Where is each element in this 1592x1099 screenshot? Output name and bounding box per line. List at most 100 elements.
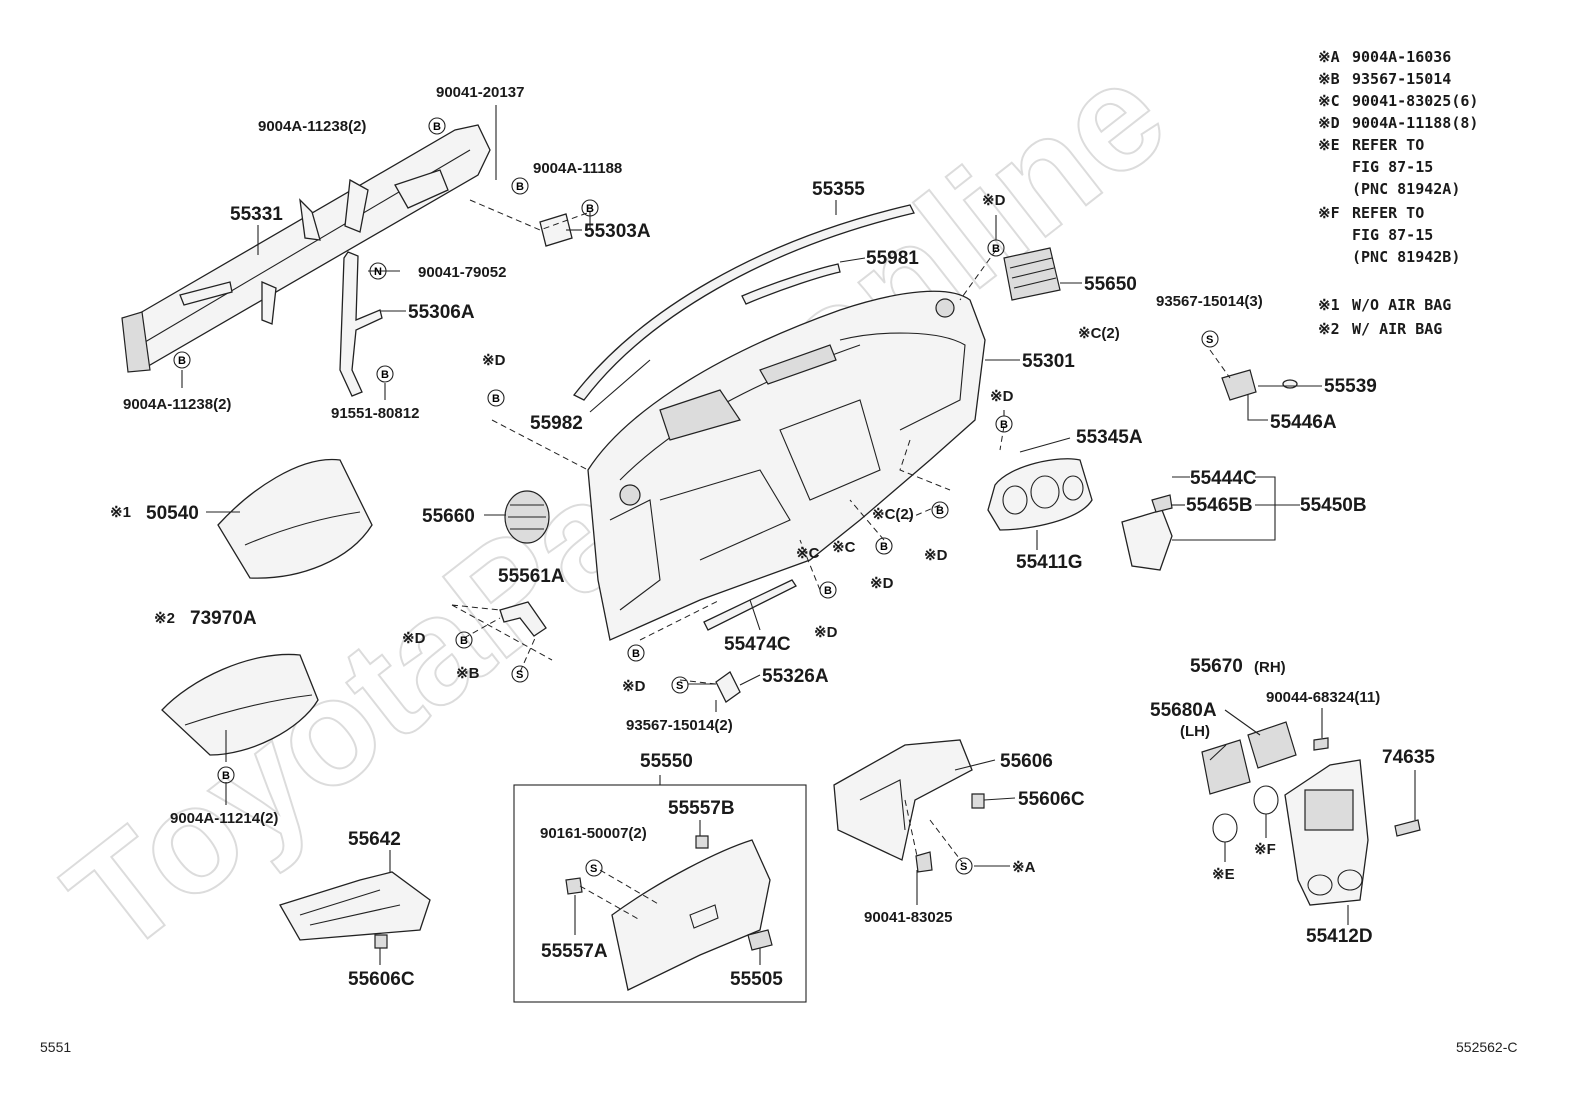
damper-55557A[interactable] [565, 877, 583, 895]
svg-text:B: B [992, 243, 1000, 255]
label-93567-15014-2[interactable]: 93567-15014(2) [626, 717, 733, 734]
strip-55474C[interactable] [703, 579, 797, 631]
label-mark-D: ※D [870, 575, 894, 592]
center-panel-55412D[interactable] [1284, 759, 1369, 906]
clip-90044-68324[interactable] [1313, 737, 1329, 751]
label-mark-C: ※C [832, 539, 856, 556]
label-90041-20137[interactable]: 90041-20137 [436, 84, 524, 101]
lower-cover-55606[interactable] [833, 739, 973, 861]
label-55303A[interactable]: 55303A [584, 221, 651, 242]
label-55660[interactable]: 55660 [422, 506, 475, 527]
label-55301[interactable]: 55301 [1022, 351, 1075, 372]
label-55446A[interactable]: 55446A [1270, 412, 1337, 433]
label-55450B[interactable]: 55450B [1300, 495, 1367, 516]
label-55680A[interactable]: 55680A [1150, 700, 1217, 721]
label-90161-50007[interactable]: 90161-50007(2) [540, 825, 647, 842]
label-55326A[interactable]: 55326A [762, 666, 829, 687]
label-90041-79052[interactable]: 90041-79052 [418, 264, 506, 281]
svg-text:B: B [433, 121, 441, 133]
b-callout: B [581, 199, 599, 217]
s-callout: S [511, 665, 529, 683]
label-55642[interactable]: 55642 [348, 829, 401, 850]
bracket-55326A[interactable] [715, 671, 741, 703]
label-55539[interactable]: 55539 [1324, 376, 1377, 397]
label-91551-80812[interactable]: 91551-80812 [331, 405, 419, 422]
s-callout: S [955, 857, 973, 875]
b-callout: B [217, 766, 235, 784]
label-55606C-right[interactable]: 55606C [1018, 789, 1085, 810]
legend-text: 90041-83025(6) [1352, 92, 1478, 110]
footer-figure-id: 552562-C [1456, 1039, 1518, 1055]
side-vent-55650[interactable] [1003, 247, 1061, 301]
label-mark-D: ※D [622, 678, 646, 695]
leader-lines [181, 105, 1416, 965]
svg-text:B: B [492, 393, 500, 405]
label-55474C[interactable]: 55474C [724, 634, 791, 655]
bracket-55561A[interactable] [499, 601, 547, 637]
label-55412D[interactable]: 55412D [1306, 926, 1373, 947]
label-55670[interactable]: 55670 [1190, 656, 1243, 677]
label-55606[interactable]: 55606 [1000, 751, 1053, 772]
label-55331[interactable]: 55331 [230, 204, 283, 225]
label-9004A-11238-bottom[interactable]: 9004A-11238(2) [123, 396, 231, 413]
clip-55606C-right[interactable] [971, 793, 985, 809]
bumper-55557B[interactable] [695, 835, 709, 849]
switch-55446A[interactable] [1221, 369, 1257, 401]
lower-panel-50540[interactable] [217, 458, 373, 579]
hole-cover-74635[interactable] [1394, 819, 1421, 837]
label-55306A[interactable]: 55306A [408, 302, 475, 323]
svg-text:B: B [516, 181, 524, 193]
reinforcement-beam-55331[interactable] [121, 124, 491, 373]
glove-box-55550[interactable] [611, 839, 771, 991]
label-55465B[interactable]: 55465B [1186, 495, 1253, 516]
side-vent-55660[interactable] [504, 490, 550, 544]
pocket-55450B[interactable] [1121, 494, 1173, 571]
cluster-panel-55411G[interactable] [987, 458, 1093, 531]
brace-55306A[interactable] [339, 251, 383, 397]
label-9004A-11214[interactable]: 9004A-11214(2) [170, 810, 278, 827]
label-55505[interactable]: 55505 [730, 969, 783, 990]
clip-55606C-left[interactable] [374, 934, 388, 949]
knee-airbag-73970A[interactable] [161, 653, 319, 756]
svg-text:S: S [516, 669, 523, 681]
label-73970A[interactable]: 73970A [190, 608, 257, 629]
label-55557A[interactable]: 55557A [541, 941, 608, 962]
label-55557B[interactable]: 55557B [668, 798, 735, 819]
label-90041-83025[interactable]: 90041-83025 [864, 909, 952, 926]
plug-55539[interactable] [1282, 379, 1298, 389]
clip-90041-83025[interactable] [915, 851, 933, 873]
label-55444C[interactable]: 55444C [1190, 468, 1257, 489]
label-50540[interactable]: 50540 [146, 503, 199, 524]
ring-E [1212, 813, 1238, 843]
label-90044-68324[interactable]: 90044-68324(11) [1266, 689, 1380, 706]
legend-mark: ※A [1318, 48, 1340, 66]
garnish-55981[interactable] [741, 263, 841, 305]
defroster-strip-55355[interactable] [573, 204, 915, 401]
label-55561A[interactable]: 55561A [498, 566, 565, 587]
bracket-55303A[interactable] [539, 213, 573, 247]
label-9004A-11188[interactable]: 9004A-11188 [533, 160, 622, 177]
label-mark-D: ※D [924, 547, 948, 564]
label-55355[interactable]: 55355 [812, 179, 865, 200]
label-55606C-left[interactable]: 55606C [348, 969, 415, 990]
label-55411G[interactable]: 55411G [1016, 552, 1083, 573]
label-mark-A: ※A [1012, 859, 1036, 876]
lock-55505[interactable] [747, 929, 773, 951]
center-vent-55670[interactable] [1247, 721, 1297, 769]
label-55345A[interactable]: 55345A [1076, 427, 1143, 448]
instrument-panel-55301[interactable] [587, 290, 986, 641]
label-9004A-11238-top[interactable]: 9004A-11238(2) [258, 118, 366, 135]
label-mark-D: ※D [402, 630, 426, 647]
center-vent-55680A[interactable] [1201, 739, 1251, 795]
label-55981[interactable]: 55981 [866, 248, 919, 269]
lower-cover-55642[interactable] [279, 871, 431, 941]
label-mark-D: ※D [482, 352, 506, 369]
label-93567-15014-3[interactable]: 93567-15014(3) [1156, 293, 1263, 310]
legend-mark: ※E [1318, 136, 1340, 154]
svg-text:B: B [824, 585, 832, 597]
label-55982[interactable]: 55982 [530, 413, 583, 434]
label-55650[interactable]: 55650 [1084, 274, 1137, 295]
label-74635[interactable]: 74635 [1382, 747, 1435, 768]
label-55550[interactable]: 55550 [640, 751, 693, 772]
